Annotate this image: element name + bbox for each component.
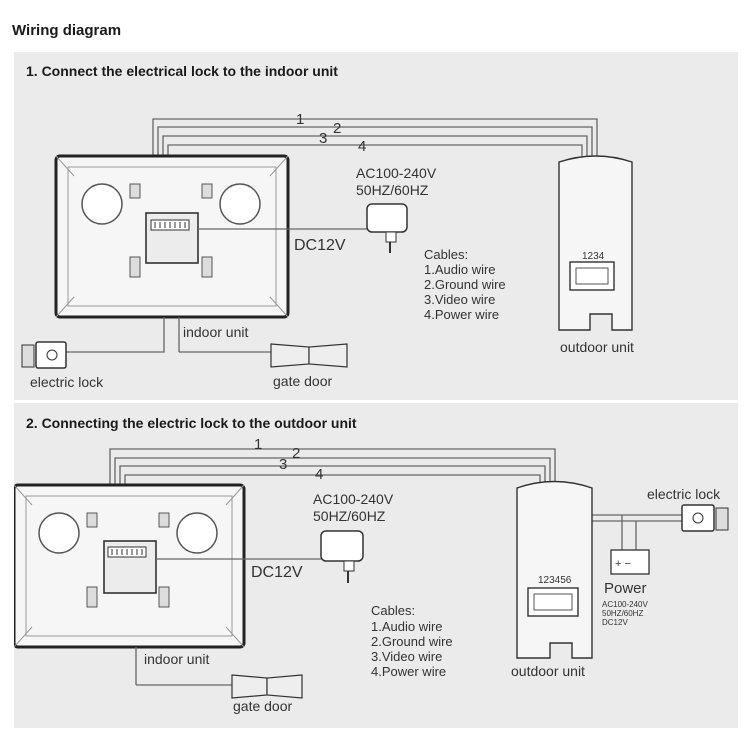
section-1-wire-number-1: 1 <box>296 111 304 128</box>
section-2-diagram: 1 2 3 4 AC100-240V 50HZ/60HZ DC12V Cable… <box>14 436 729 714</box>
section-2-cable-item: 1.Audio wire <box>371 619 443 634</box>
section-2-wire-number-3: 3 <box>279 456 287 473</box>
section-2-power-spec: DC12V <box>602 618 628 627</box>
section-2-lock-icon <box>681 504 729 532</box>
section-2-outdoor-label: outdoor unit <box>511 663 585 679</box>
section-2-ac-line2: 50HZ/60HZ <box>313 508 386 524</box>
section-2-cable-item: 2.Ground wire <box>371 634 453 649</box>
section-1-cable-item: 4.Power wire <box>424 307 499 322</box>
section-2-cables-title: Cables: <box>371 603 415 618</box>
section-2-outdoor-terminals: 123456 <box>538 575 572 586</box>
section-2-wire-number-1: 1 <box>254 436 262 453</box>
section-1-title: 1. Connect the electrical lock to the in… <box>26 63 338 79</box>
section-1-lock-icon <box>21 317 165 369</box>
section-1-wire-number-3: 3 <box>319 130 327 147</box>
section-1-panel: 1. Connect the electrical lock to the in… <box>14 52 738 400</box>
section-1-cable-item: 3.Video wire <box>424 292 495 307</box>
section-2-cable-item: 3.Video wire <box>371 649 442 664</box>
page-heading: Wiring diagram <box>12 22 122 39</box>
section-2-ac-line1: AC100-240V <box>313 491 394 507</box>
section-1-ac-line1: AC100-240V <box>356 165 437 181</box>
section-1-outdoor-unit <box>558 155 633 331</box>
section-2-power-spec: AC100-240V <box>602 600 648 609</box>
section-2-gate-label: gate door <box>233 698 292 714</box>
section-1-outdoor-terminals: 1234 <box>582 251 605 262</box>
section-1-indoor-label: indoor unit <box>183 324 248 340</box>
section-2-wire-number-2: 2 <box>292 445 300 462</box>
section-1-outdoor-label: outdoor unit <box>560 339 634 355</box>
section-1-diagram: 1 2 3 4 AC100-240V 50HZ/60HZ DC12V Cable… <box>21 111 634 390</box>
section-1-gate-label: gate door <box>273 373 332 389</box>
section-2-gate-icon <box>135 647 303 699</box>
section-1-cable-item: 2.Ground wire <box>424 277 506 292</box>
section-1-cables-title: Cables: <box>424 247 468 262</box>
section-1-lock-label: electric lock <box>30 374 104 390</box>
section-2-dc-label: DC12V <box>251 564 303 581</box>
section-1-cable-item: 1.Audio wire <box>424 262 496 277</box>
section-1-ac-line2: 50HZ/60HZ <box>356 182 429 198</box>
section-2-wire-number-4: 4 <box>315 466 323 483</box>
section-1-gate-icon <box>178 317 348 368</box>
section-2-power-adapter <box>156 530 364 583</box>
section-2-power-spec: 50HZ/60HZ <box>602 609 643 618</box>
section-2-cable-item: 4.Power wire <box>371 664 446 679</box>
section-2-outdoor-unit <box>516 480 593 659</box>
section-1-indoor-unit <box>54 154 290 319</box>
section-1-power-adapter <box>198 203 408 253</box>
section-2-indoor-unit <box>14 483 246 649</box>
section-1-dc-label: DC12V <box>294 237 346 254</box>
section-2-panel: 2. Connecting the electric lock to the o… <box>14 403 738 728</box>
section-2-power-polarity: + − <box>615 558 631 570</box>
section-1-wire-number-2: 2 <box>333 120 341 137</box>
section-2-lock-label: electric lock <box>647 486 721 502</box>
section-1-wire-number-4: 4 <box>358 138 366 155</box>
section-2-title: 2. Connecting the electric lock to the o… <box>26 415 357 431</box>
section-2-power-title: Power <box>604 580 647 597</box>
section-2-indoor-label: indoor unit <box>144 651 209 667</box>
section-2-power-box <box>610 549 650 575</box>
